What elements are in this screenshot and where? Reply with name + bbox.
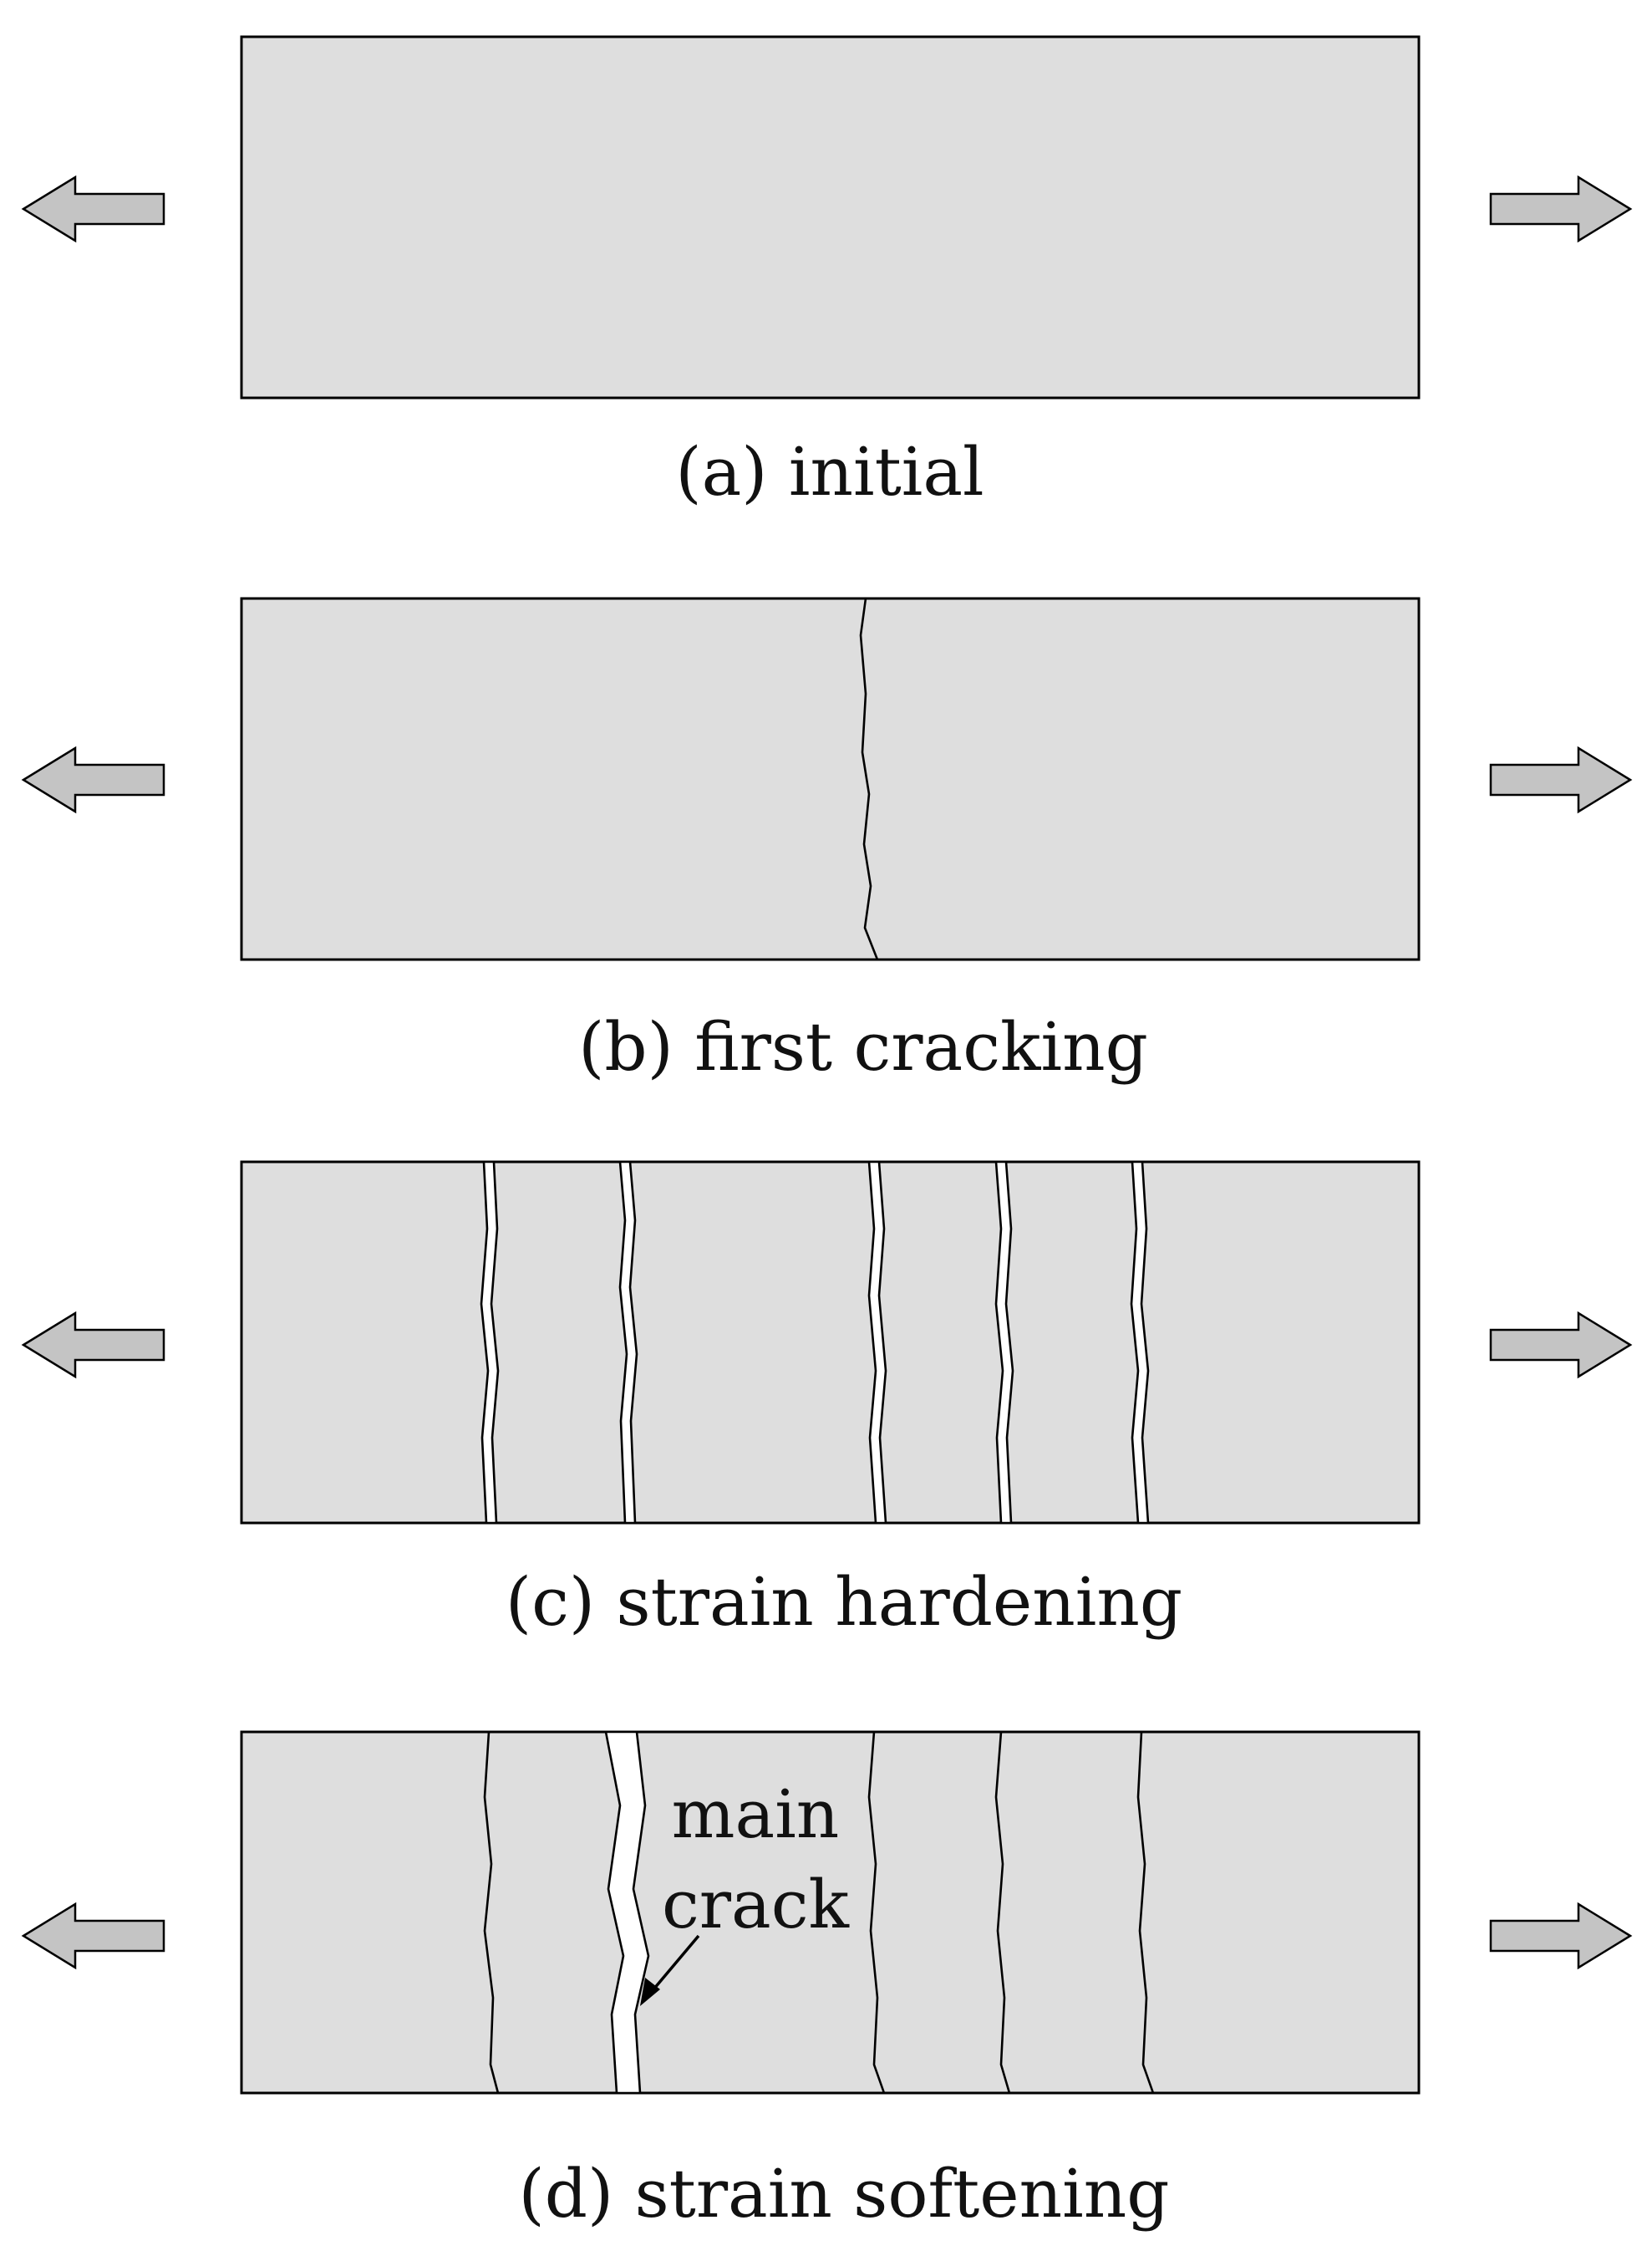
fine-crack-3 — [867, 1160, 887, 1525]
stage-c: (c) strain hardening — [21, 1160, 1633, 1641]
stage-b: (b) first cracking — [21, 597, 1633, 1086]
stage-a: (a) initial — [21, 35, 1633, 511]
caption-d: (d) strain softening — [519, 2155, 1170, 2233]
annotation-main: main — [672, 1775, 840, 1853]
first-crack — [859, 598, 879, 960]
fine-crack-2 — [618, 1160, 638, 1525]
fine-crack-4 — [994, 1160, 1014, 1525]
fine-crack-1 — [480, 1160, 500, 1525]
specimen-a — [240, 35, 1421, 400]
closed-crack-1 — [483, 1731, 500, 2094]
left-tension-arrow-icon — [21, 746, 165, 814]
caption-c: (c) strain hardening — [506, 1563, 1182, 1641]
caption-b: (b) first cracking — [578, 1008, 1148, 1086]
main-crack-arrowhead — [640, 1978, 660, 2006]
left-tension-arrow-icon — [21, 175, 165, 243]
annotation-crack: crack — [662, 1866, 851, 1943]
left-tension-arrow-icon — [21, 1902, 165, 1970]
closed-crack-4 — [1136, 1731, 1155, 2094]
stage-d: main crack (d) strain softening — [21, 1730, 1633, 2233]
left-tension-arrow-icon — [21, 1311, 165, 1379]
closed-crack-2 — [867, 1731, 886, 2094]
right-tension-arrow-icon — [1489, 1311, 1633, 1379]
main-crack — [604, 1730, 650, 2095]
right-tension-arrow-icon — [1489, 175, 1633, 243]
right-tension-arrow-icon — [1489, 1902, 1633, 1970]
closed-crack-3 — [994, 1731, 1011, 2094]
specimen-d — [240, 1730, 1421, 2095]
specimen-c — [240, 1160, 1421, 1525]
right-tension-arrow-icon — [1489, 746, 1633, 814]
caption-a: (a) initial — [675, 433, 984, 511]
fine-crack-5 — [1130, 1160, 1150, 1525]
specimen-b — [240, 597, 1421, 961]
